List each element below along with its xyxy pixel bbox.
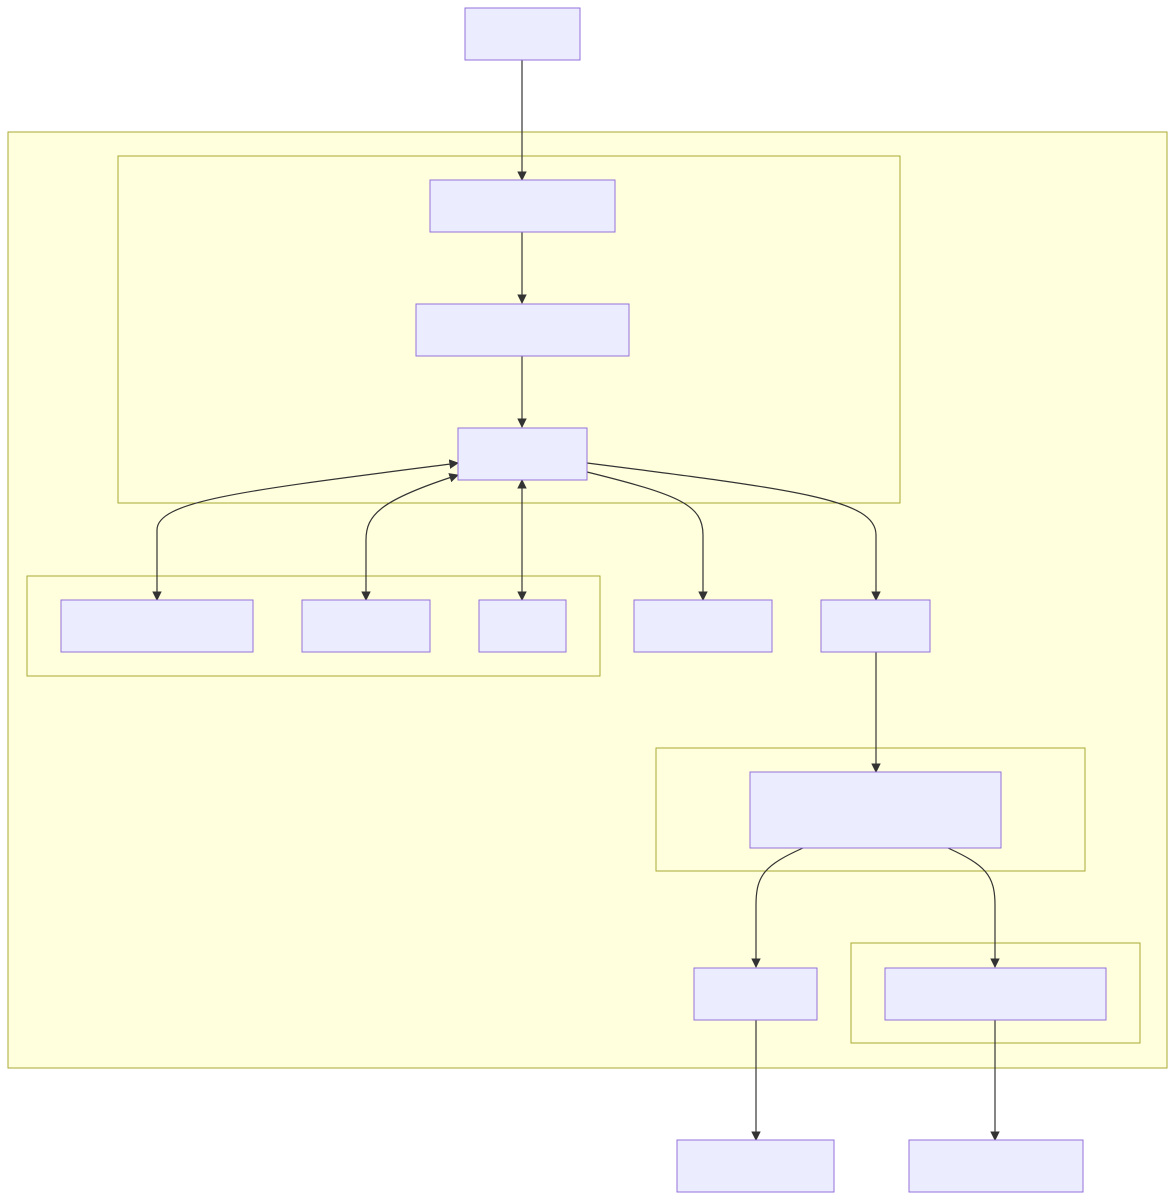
edges xyxy=(152,60,1000,1141)
hub-node[interactable] xyxy=(457,427,588,481)
decision-node[interactable] xyxy=(749,771,1002,849)
end-left-node[interactable] xyxy=(676,1139,835,1193)
middle-cluster xyxy=(655,747,1086,872)
left-node-3[interactable] xyxy=(478,599,567,653)
outcome-left-node[interactable] xyxy=(693,967,818,1021)
end-right-node[interactable] xyxy=(908,1139,1084,1193)
right-node[interactable] xyxy=(820,599,931,653)
edge-decision-to-outcome-left xyxy=(751,847,804,968)
outcome-right-node[interactable] xyxy=(884,967,1107,1021)
left-node-1[interactable] xyxy=(60,599,254,653)
edge-hub-to-right xyxy=(586,462,881,601)
edge-hub-to-branch xyxy=(586,471,708,601)
top-cluster xyxy=(117,155,901,504)
edge-hub-left-node-2 xyxy=(361,473,459,601)
start-node[interactable] xyxy=(464,7,581,61)
nodes xyxy=(60,7,1107,1193)
left-node-2[interactable] xyxy=(301,599,431,653)
branch-node[interactable] xyxy=(633,599,773,653)
step-a-node[interactable] xyxy=(429,179,616,233)
edge-decision-to-outcome-right xyxy=(947,847,1000,968)
step-b-node[interactable] xyxy=(415,303,630,357)
